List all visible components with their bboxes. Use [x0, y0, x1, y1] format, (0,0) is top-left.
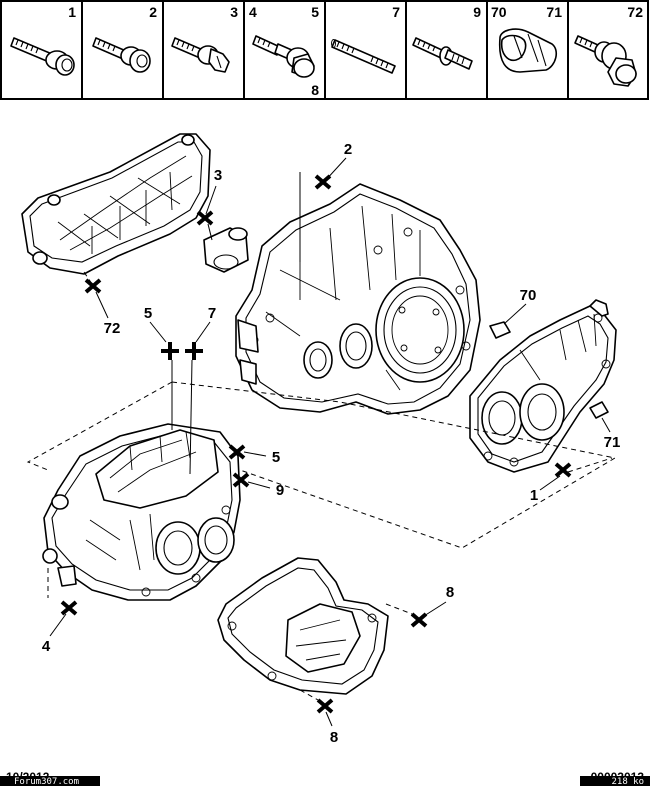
part-cell-label: 70 — [491, 4, 507, 20]
dowel-sleeve-icon — [498, 28, 558, 73]
cross-marker-icon — [196, 210, 214, 226]
dowel-70-part[interactable] — [489, 321, 511, 339]
cross-marker-icon — [410, 612, 428, 628]
callout-8-right[interactable]: 8 — [410, 584, 454, 628]
part-cell-label: 3 — [230, 4, 238, 20]
part-cell-7[interactable]: 7 — [331, 4, 401, 74]
part-cell-label-right: 71 — [546, 4, 562, 20]
rear-housing-part[interactable] — [469, 299, 617, 473]
part-cell-1[interactable]: 1 — [10, 4, 76, 76]
bearing-sleeve-part[interactable] — [203, 227, 249, 273]
footer-watermark: Forum307.com — [14, 777, 79, 786]
part-cell-70-71[interactable]: 70 71 — [491, 4, 562, 73]
footer-size: 218 ko — [611, 777, 644, 786]
callout-label: 8 — [446, 584, 454, 601]
callout-9[interactable]: 9 — [232, 472, 284, 499]
callout-label: 1 — [530, 487, 538, 504]
flange-bolt-icon — [10, 37, 75, 76]
plus-marker-icon — [161, 342, 179, 360]
cross-marker-icon — [316, 698, 334, 714]
stud-icon — [331, 39, 396, 74]
dowel-71-part[interactable] — [589, 401, 609, 419]
cross-marker-icon — [60, 600, 78, 616]
part-cell-label: 4 — [249, 4, 257, 20]
part-cell-3[interactable]: 3 — [171, 4, 238, 73]
part-cell-label-bottom: 8 — [311, 82, 319, 98]
part-cell-label: 2 — [149, 4, 157, 20]
part-cell-9[interactable]: 9 — [412, 4, 481, 70]
part-cell-4-5-8[interactable]: 4 5 8 — [249, 4, 319, 98]
flange-bolt-icon — [171, 37, 230, 73]
gasket-part[interactable] — [217, 557, 389, 695]
callout-71[interactable]: 71 — [601, 417, 621, 451]
footer: 10/2013 Forum307.com 00002013 218 ko — [0, 770, 650, 786]
callout-label: 3 — [214, 167, 222, 184]
part-cell-label: 9 — [473, 4, 481, 20]
callout-2[interactable]: 2 — [314, 141, 352, 190]
callout-label: 72 — [104, 320, 121, 337]
shouldered-bolt-icon — [252, 35, 315, 78]
flange-bolt-icon — [92, 37, 151, 73]
assembly-guide-lines — [26, 271, 617, 701]
part-cell-label: 7 — [392, 4, 400, 20]
collar-stud-icon — [412, 37, 473, 70]
cross-marker-icon — [314, 174, 332, 190]
callout-label: 2 — [344, 141, 352, 158]
part-cell-label: 1 — [68, 4, 76, 20]
callout-label: 7 — [208, 305, 216, 322]
callout-label: 71 — [604, 434, 621, 451]
cross-marker-icon — [84, 278, 102, 294]
callout-72[interactable]: 72 — [84, 278, 121, 337]
callout-label: 8 — [330, 729, 338, 746]
part-cell-label-right: 5 — [311, 4, 319, 20]
callout-4[interactable]: 4 — [42, 600, 78, 655]
callout-label: 70 — [520, 287, 537, 304]
cross-marker-icon — [228, 444, 246, 460]
part-cell-2[interactable]: 2 — [92, 4, 157, 73]
callout-label: 4 — [42, 638, 51, 655]
part-cell-label: 72 — [627, 4, 643, 20]
part-cell-72[interactable]: 72 — [574, 4, 643, 87]
callout-7[interactable]: 7 — [185, 305, 216, 475]
callout-label: 5 — [144, 305, 152, 322]
callout-8-bottom[interactable]: 8 — [316, 698, 338, 746]
plus-marker-icon — [185, 342, 203, 360]
clutch-housing-part[interactable] — [235, 172, 481, 415]
callout-3[interactable]: 3 — [196, 167, 222, 241]
callout-5-top[interactable]: 5 — [144, 305, 179, 430]
cross-marker-icon — [232, 472, 250, 488]
callout-1[interactable]: 1 — [530, 462, 572, 504]
cross-marker-icon — [554, 462, 572, 478]
bolt-with-washer-icon — [574, 35, 637, 87]
callout-70[interactable]: 70 — [503, 287, 537, 325]
callout-5-mid[interactable]: 5 — [228, 444, 280, 466]
gearbox-casing-part[interactable] — [42, 423, 241, 601]
callout-label: 5 — [272, 449, 280, 466]
callout-label: 9 — [276, 482, 284, 499]
inspection-cover-part[interactable] — [21, 133, 211, 275]
